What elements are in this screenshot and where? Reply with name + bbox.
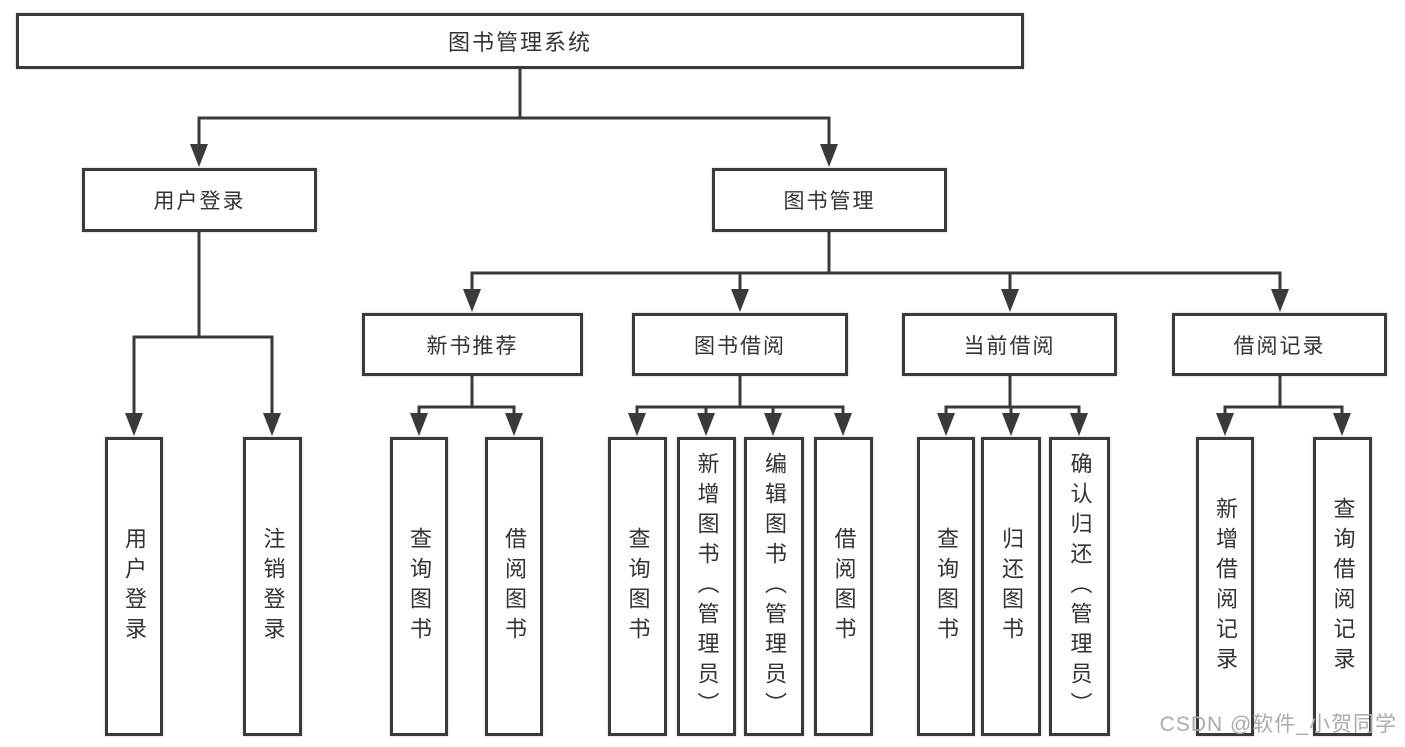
node-root: 图书管理系统 <box>16 13 1024 69</box>
node-new-book-recommend: 新书推荐 <box>362 313 583 376</box>
leaf-user-login: 用户登录 <box>105 437 163 736</box>
leaf-add-borrow-record: 新增借阅记录 <box>1196 437 1254 736</box>
leaf-query-book-3: 查询图书 <box>917 437 975 736</box>
watermark: CSDN @软件_小贺同学 <box>1159 713 1397 736</box>
leaf-return-book: 归还图书 <box>981 437 1041 736</box>
node-borrow-record: 借阅记录 <box>1172 313 1387 376</box>
leaf-edit-book-admin: 编辑图书（管理员） <box>744 437 804 736</box>
leaf-borrow-book-2: 借阅图书 <box>814 437 873 736</box>
leaf-query-borrow-record: 查询借阅记录 <box>1313 437 1372 736</box>
leaf-add-book-admin: 新增图书（管理员） <box>677 437 736 736</box>
node-book-management: 图书管理 <box>712 168 947 232</box>
leaf-query-book-2: 查询图书 <box>608 437 667 736</box>
node-book-borrow: 图书借阅 <box>632 313 848 376</box>
leaf-logout: 注销登录 <box>243 437 302 736</box>
node-current-borrow: 当前借阅 <box>902 313 1117 376</box>
leaf-borrow-book-1: 借阅图书 <box>485 437 543 736</box>
leaf-confirm-return-admin: 确认归还（管理员） <box>1049 437 1110 736</box>
leaf-query-book-1: 查询图书 <box>390 437 448 736</box>
node-user-login: 用户登录 <box>82 168 317 232</box>
